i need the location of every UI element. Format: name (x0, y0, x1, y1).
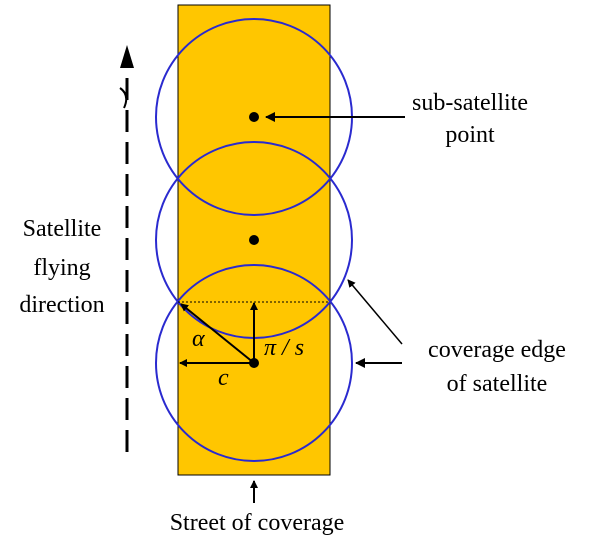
sub-satellite-point-middle (249, 235, 259, 245)
alpha-label: α (192, 326, 205, 352)
street-of-coverage-label: Street of coverage (170, 510, 345, 536)
c-label: c (218, 365, 229, 391)
pi-over-s-label: π / s (264, 335, 304, 361)
coverage-edge-arrow-upper (347, 279, 403, 345)
flying-direction-arrowhead (120, 45, 134, 68)
flying-direction-tick (119, 87, 128, 109)
alpha-arrow (180, 303, 255, 364)
flying-direction-label-line3: direction (19, 292, 104, 318)
sub-satellite-label-line2: point (445, 122, 495, 148)
flying-direction-label-line1: Satellite (23, 216, 102, 242)
sub-satellite-point-top (249, 112, 259, 122)
coverage-circle-bottom (155, 264, 353, 462)
coverage-edge-label-line2: of satellite (447, 371, 548, 397)
sub-satellite-label-line1: sub-satellite (412, 90, 528, 116)
coverage-edge-label-line1: coverage edge (428, 337, 566, 363)
flying-direction-label-line2: flying (33, 255, 90, 281)
